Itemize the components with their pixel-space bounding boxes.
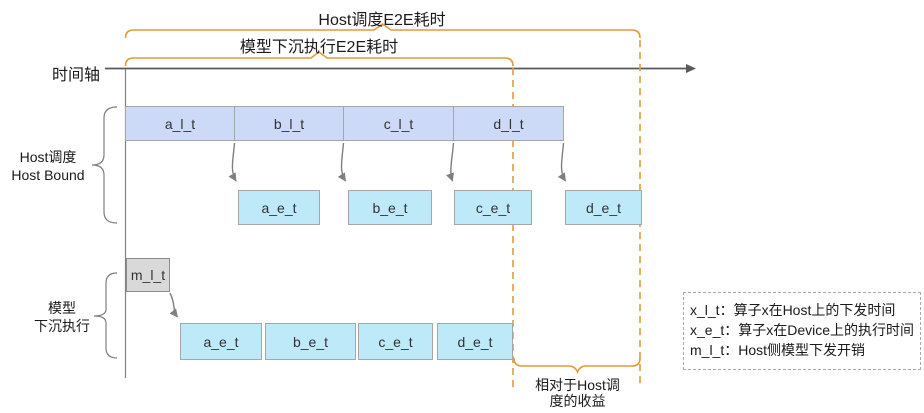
model-row-label: 模型 下沉执行	[22, 299, 102, 335]
model-exec-box-d: d_e_t	[437, 323, 513, 360]
time-axis-label: 时间轴	[51, 67, 100, 84]
legend-item-x-l-t: x_l_t：算子x在Host上的下发时间	[690, 302, 896, 318]
model-row-label-line2: 下沉执行	[34, 318, 90, 334]
model-exec-box-c: c_e_t	[358, 323, 433, 360]
host-launch-segment-a: a_l_t	[125, 106, 235, 141]
host-exec-box-a: a_e_t	[238, 190, 320, 225]
arrow-b-launch-to-exec	[337, 142, 347, 182]
model-row-label-line1: 模型	[48, 300, 76, 316]
benefit-note-line2: 度的收益	[549, 393, 606, 409]
arrow-d-launch-to-exec	[557, 142, 567, 182]
legend-box: x_l_t：算子x在Host上的下发时间 x_e_t：算子x在Device上的执…	[683, 292, 921, 370]
benefit-note: 相对于Host调 度的收益	[497, 377, 658, 409]
host-row-label-line1: Host调度	[19, 149, 77, 165]
host-launch-segment-b: b_l_t	[234, 106, 344, 141]
benefit-note-line1: 相对于Host调	[535, 377, 620, 393]
model-exec-box-a: a_e_t	[180, 323, 262, 360]
model-launch-box: m_l_t	[126, 258, 170, 292]
host-launch-segment-c: c_l_t	[343, 106, 454, 141]
host-exec-box-c: c_e_t	[454, 190, 532, 225]
host-row-brace	[91, 106, 118, 224]
host-launch-segment-d: d_l_t	[453, 106, 564, 141]
host-row-label-line2: Host Bound	[11, 167, 85, 183]
model-e2e-title: 模型下沉执行E2E耗时	[239, 39, 399, 56]
time-axis-arrowhead	[686, 64, 696, 73]
arrow-a-launch-to-exec	[228, 142, 237, 182]
host-row-label: Host调度 Host Bound	[6, 148, 90, 184]
benefit-brace	[513, 357, 641, 375]
model-exec-box-b: b_e_t	[265, 323, 356, 360]
arrow-c-launch-to-exec	[445, 142, 455, 182]
legend-item-m-l-t: m_l_t：Host侧模型下发开销	[690, 342, 866, 358]
host-exec-box-b: b_e_t	[348, 190, 432, 225]
legend-item-x-e-t: x_e_t：算子x在Device上的执行时间	[690, 322, 915, 338]
arrow-model-launch-to-exec	[169, 292, 179, 318]
host-exec-box-d: d_e_t	[565, 190, 642, 225]
host-e2e-title: Host调度E2E耗时	[318, 12, 446, 29]
